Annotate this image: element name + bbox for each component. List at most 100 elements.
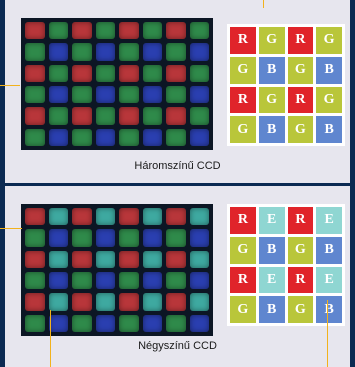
sensor-cell-r: R xyxy=(25,293,45,310)
sensor-cell-g: G xyxy=(96,107,116,124)
filter-cell-e: E xyxy=(316,267,342,294)
filter-cell-r: R xyxy=(230,207,256,234)
sensor-cell-r: R xyxy=(72,65,92,82)
sensor-cell-b: B xyxy=(49,86,69,103)
sensor-cell-g: G xyxy=(49,22,69,39)
sensor-cell-b: B xyxy=(49,272,69,289)
sensor-cell-r: R xyxy=(72,22,92,39)
filter-cell-r: R xyxy=(288,27,314,54)
sensor-cell-g: G xyxy=(72,315,92,332)
sensor-cell-b: B xyxy=(49,129,69,146)
filter-cell-g: G xyxy=(230,57,256,84)
filter-cell-b: B xyxy=(259,237,285,264)
sensor-cell-r: R xyxy=(166,251,186,268)
sensor-cell-g: G xyxy=(190,65,210,82)
sensor-cell-e: E xyxy=(96,293,116,310)
sensor-cell-g: G xyxy=(49,107,69,124)
sensor-cell-r: R xyxy=(166,208,186,225)
sensor-cell-e: E xyxy=(190,208,210,225)
sensor-cell-g: G xyxy=(72,129,92,146)
sensor-cell-g: G xyxy=(72,86,92,103)
sensor-cell-b: B xyxy=(190,129,210,146)
sensor-cell-g: G xyxy=(166,43,186,60)
sensor-cell-g: G xyxy=(72,43,92,60)
sensor-cell-e: E xyxy=(143,293,163,310)
sensor-cell-g: G xyxy=(190,22,210,39)
filter-cell-g: G xyxy=(288,116,314,143)
filter-cell-g: G xyxy=(316,27,342,54)
three-color-sensor-grid: RGRGRGRGGBGBGBGBRGRGRGRGGBGBGBGBRGRGRGRG… xyxy=(21,18,213,150)
pointer-line-bottom-filter-cell xyxy=(327,300,328,367)
sensor-cell-b: B xyxy=(96,229,116,246)
sensor-cell-r: R xyxy=(166,107,186,124)
sensor-cell-g: G xyxy=(143,107,163,124)
sensor-cell-g: G xyxy=(143,65,163,82)
filter-cell-g: G xyxy=(288,57,314,84)
sensor-cell-g: G xyxy=(143,22,163,39)
filter-cell-r: R xyxy=(230,267,256,294)
sensor-cell-r: R xyxy=(166,65,186,82)
sensor-cell-g: G xyxy=(119,86,139,103)
sensor-cell-g: G xyxy=(190,107,210,124)
filter-cell-b: B xyxy=(316,296,342,323)
sensor-cell-b: B xyxy=(143,129,163,146)
pointer-line-top-filter xyxy=(263,0,264,8)
sensor-cell-g: G xyxy=(166,86,186,103)
pointer-line-bottom-sensor-cell xyxy=(50,310,51,367)
sensor-cell-e: E xyxy=(49,251,69,268)
filter-cell-g: G xyxy=(230,116,256,143)
sensor-cell-g: G xyxy=(49,65,69,82)
sensor-cell-b: B xyxy=(143,272,163,289)
sensor-cell-g: G xyxy=(96,65,116,82)
sensor-cell-r: R xyxy=(119,208,139,225)
sensor-cell-e: E xyxy=(96,251,116,268)
sensor-cell-e: E xyxy=(190,251,210,268)
filter-cell-e: E xyxy=(316,207,342,234)
sensor-cell-b: B xyxy=(143,229,163,246)
pointer-line-top-sensor xyxy=(0,85,20,86)
sensor-cell-g: G xyxy=(25,315,45,332)
sensor-cell-b: B xyxy=(143,43,163,60)
sensor-cell-b: B xyxy=(49,229,69,246)
sensor-cell-g: G xyxy=(96,22,116,39)
sensor-cell-r: R xyxy=(72,251,92,268)
sensor-cell-b: B xyxy=(96,315,116,332)
sensor-cell-g: G xyxy=(166,315,186,332)
filter-cell-b: B xyxy=(259,296,285,323)
filter-cell-g: G xyxy=(230,296,256,323)
filter-cell-r: R xyxy=(230,27,256,54)
filter-cell-g: G xyxy=(316,87,342,114)
sensor-cell-g: G xyxy=(166,129,186,146)
sensor-cell-b: B xyxy=(190,272,210,289)
filter-cell-b: B xyxy=(316,116,342,143)
sensor-cell-b: B xyxy=(190,315,210,332)
sensor-cell-r: R xyxy=(166,293,186,310)
sensor-cell-r: R xyxy=(25,251,45,268)
sensor-cell-r: R xyxy=(25,22,45,39)
sensor-cell-b: B xyxy=(190,229,210,246)
sensor-cell-g: G xyxy=(166,272,186,289)
filter-cell-g: G xyxy=(288,296,314,323)
sensor-cell-r: R xyxy=(25,208,45,225)
filter-cell-b: B xyxy=(316,237,342,264)
sensor-cell-r: R xyxy=(166,22,186,39)
sensor-cell-b: B xyxy=(96,86,116,103)
sensor-cell-g: G xyxy=(25,272,45,289)
filter-cell-r: R xyxy=(288,87,314,114)
sensor-cell-e: E xyxy=(96,208,116,225)
sensor-cell-r: R xyxy=(25,65,45,82)
sensor-cell-r: R xyxy=(72,293,92,310)
filter-cell-r: R xyxy=(230,87,256,114)
sensor-cell-g: G xyxy=(25,229,45,246)
sensor-cell-g: G xyxy=(119,129,139,146)
filter-cell-b: B xyxy=(259,116,285,143)
sensor-cell-b: B xyxy=(190,43,210,60)
filter-cell-b: B xyxy=(316,57,342,84)
three-color-panel: RGRGRGRGGBGBGBGBRGRGRGRGGBGBGBGBRGRGRGRG… xyxy=(5,0,350,183)
filter-cell-g: G xyxy=(259,27,285,54)
filter-cell-e: E xyxy=(259,207,285,234)
pointer-line-bottom-sensor xyxy=(0,228,22,229)
sensor-cell-r: R xyxy=(72,107,92,124)
